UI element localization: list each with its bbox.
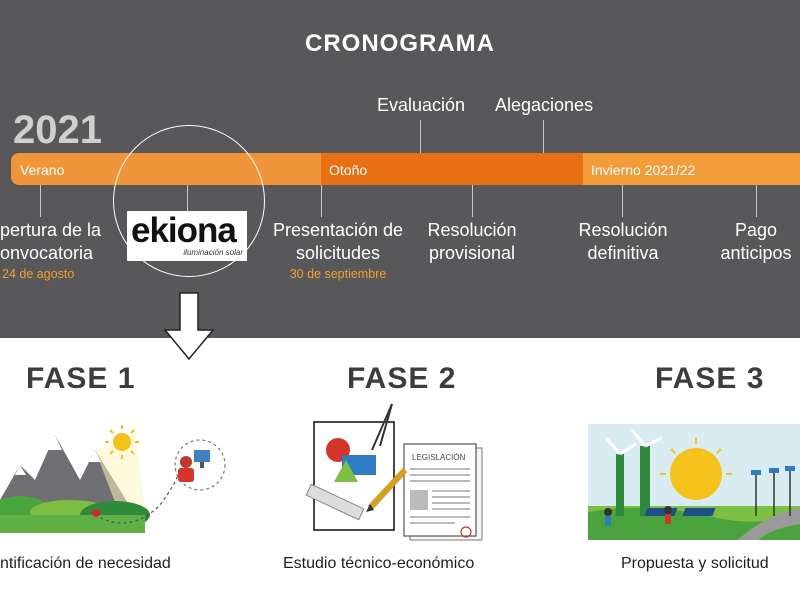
tick-provisional <box>472 185 473 217</box>
ekiona-logo: ekiona iluminación solar <box>127 211 247 261</box>
event-submission: Presentación de solicitudes <box>272 219 404 265</box>
season-autumn: Otoño <box>329 162 368 178</box>
tick-submission <box>321 185 322 217</box>
mountains-illustration <box>0 425 226 533</box>
event-submission-date: 30 de septiembre <box>289 267 387 281</box>
solar-proposal-illustration <box>588 424 800 540</box>
event-evaluation: Evaluación <box>377 95 466 115</box>
event-payment-line2: anticipos <box>720 243 792 263</box>
timeline-bar-winter <box>583 153 800 185</box>
event-definitive-line2: definitiva <box>587 243 659 263</box>
event-opening-line1: pertura de la <box>0 220 102 240</box>
event-submission-line2: solicitudes <box>295 243 381 263</box>
event-definitive: Resolución definitiva <box>569 219 677 265</box>
event-submission-line1: Presentación de <box>272 220 404 240</box>
event-opening: pertura de la onvocatoria <box>0 219 101 265</box>
year-label: 2021 <box>13 108 102 152</box>
event-provisional-line1: Resolución <box>427 220 517 240</box>
phase-1-label: FASE 1 <box>26 362 136 395</box>
page-title: CRONOGRAMA <box>305 30 495 57</box>
event-opening-date: 24 de agosto <box>2 267 75 281</box>
logo-tagline: iluminación solar <box>183 248 243 257</box>
tick-allegations <box>543 120 544 153</box>
phase-2-caption: Estudio técnico-económico <box>283 555 475 572</box>
event-definitive-line1: Resolución <box>578 220 668 240</box>
event-provisional-line2: provisional <box>428 243 516 263</box>
down-arrow-icon <box>163 292 215 361</box>
legislation-heading: LEGISLACIÓN <box>412 453 466 462</box>
tick-opening <box>40 185 41 217</box>
event-opening-line2: onvocatoria <box>0 243 94 263</box>
season-summer: Verano <box>20 162 65 178</box>
tick-evaluation <box>420 120 421 153</box>
tick-payment <box>756 185 757 217</box>
event-allegations: Alegaciones <box>495 95 594 115</box>
timeline-bar-autumn <box>321 153 584 185</box>
timeline-panel: CRONOGRAMA 2021 Verano Otoño Invierno 20… <box>0 0 800 338</box>
technical-study-illustration: LEGISLACIÓN <box>305 403 483 541</box>
phase-1-caption: ntificación de necesidad <box>0 555 171 572</box>
event-payment: Pago anticipos <box>711 219 800 265</box>
phase-3-caption: Propuesta y solicitud <box>621 555 769 572</box>
phase-2-label: FASE 2 <box>347 362 457 395</box>
season-winter: Invierno 2021/22 <box>591 162 696 178</box>
event-payment-line1: Pago <box>734 220 778 240</box>
event-provisional: Resolución provisional <box>418 219 526 265</box>
phase-3-label: FASE 3 <box>655 362 765 395</box>
logo-highlight-circle <box>113 125 265 277</box>
tick-definitive <box>622 185 623 217</box>
logo-name: ekiona <box>131 211 237 250</box>
